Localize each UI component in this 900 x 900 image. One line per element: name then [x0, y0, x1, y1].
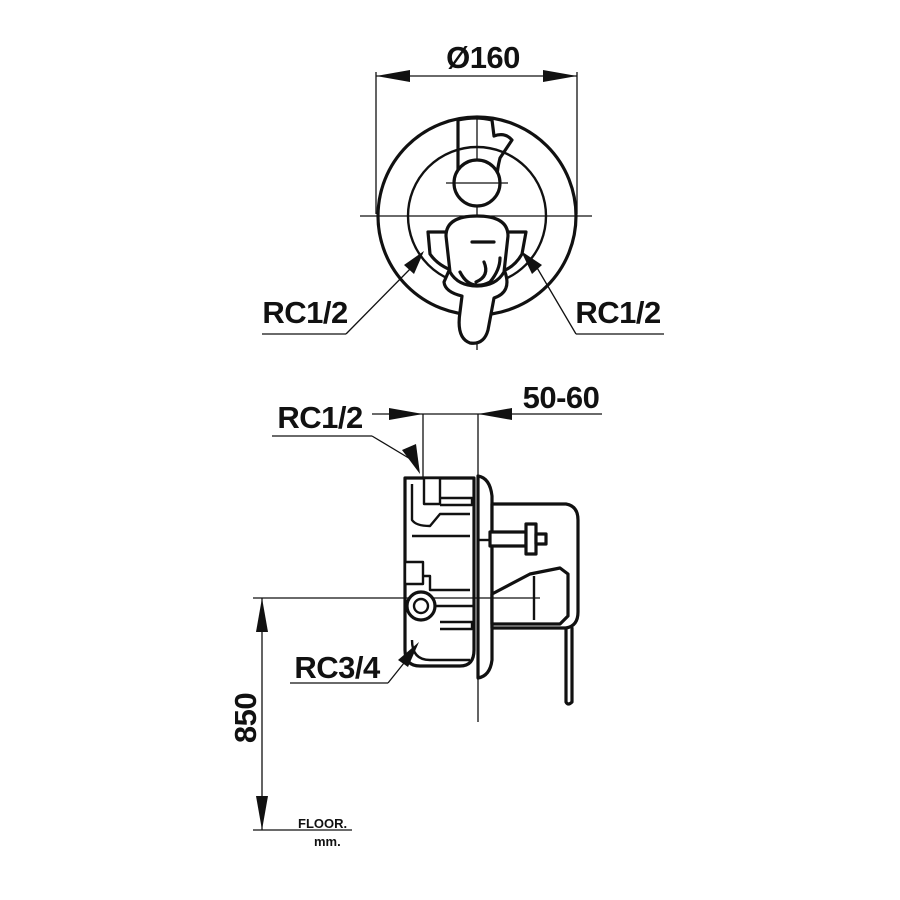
side-bottom-connection-callout: RC3/4	[290, 642, 419, 685]
unit-label: mm.	[314, 834, 341, 849]
side-top-connection-label: RC1/2	[277, 400, 362, 435]
inlet-port	[405, 590, 474, 622]
side-lever	[478, 502, 580, 706]
front-view: Ø160 RC1/2	[262, 40, 664, 350]
front-left-connection-label: RC1/2	[262, 295, 347, 330]
escutcheon-plate	[476, 474, 494, 680]
height-dimension: 850	[228, 598, 268, 830]
front-right-connection-callout: RC1/2	[521, 251, 664, 335]
valve-body	[403, 476, 476, 668]
diverter-knob	[446, 116, 514, 208]
diameter-dimension: Ø160	[375, 40, 578, 214]
height-label: 850	[228, 693, 263, 743]
side-view: 50-60 RC1/2	[228, 380, 602, 849]
front-right-connection-label: RC1/2	[575, 295, 660, 330]
floor-reference: FLOOR. mm.	[253, 816, 352, 849]
floor-label: FLOOR.	[298, 816, 347, 831]
depth-label: 50-60	[523, 380, 600, 415]
front-left-connection-callout: RC1/2	[262, 251, 424, 335]
diameter-label: Ø160	[446, 40, 520, 75]
lever-handle	[426, 214, 528, 345]
side-top-connection-callout: RC1/2	[272, 400, 420, 474]
side-bottom-connection-label: RC3/4	[294, 650, 381, 685]
depth-dimension: 50-60	[372, 380, 602, 420]
